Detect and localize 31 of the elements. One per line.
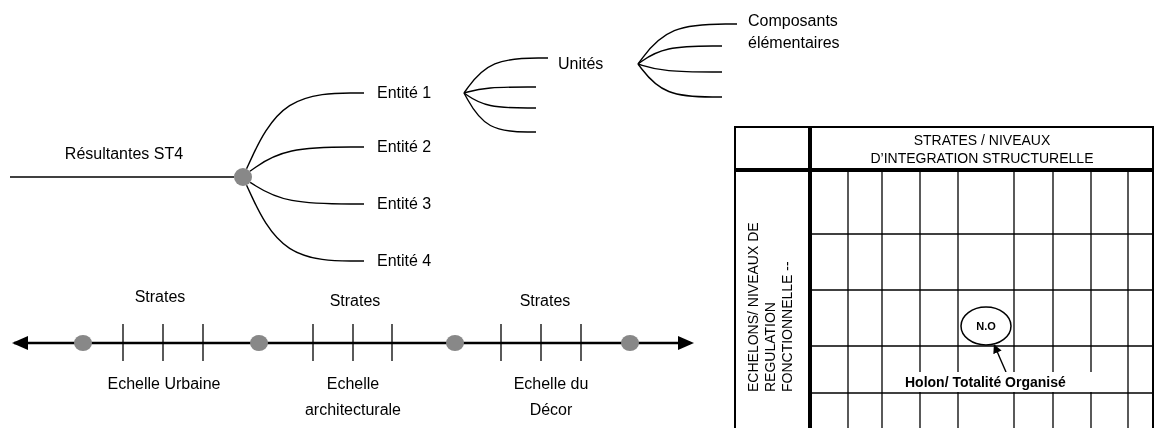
- axis-label: Strates: [133, 287, 187, 307]
- connector-line: [249, 181, 365, 205]
- node-label: N.O: [975, 319, 997, 333]
- node-label: Entité 1: [364, 83, 464, 103]
- node-label: Entité 3: [364, 194, 464, 214]
- arrow: [993, 344, 1007, 373]
- node-label: Entité 4: [364, 251, 464, 271]
- axis-label: Echelle architecturale: [303, 374, 402, 420]
- node-label: Unités: [548, 54, 638, 74]
- connector-line: [245, 184, 365, 262]
- row-header: ECHELONS/ NIVEAUX DE REGULATION FONCTIONNELLE --: [745, 221, 796, 392]
- connector-line: [637, 23, 738, 65]
- connector-line: [463, 57, 549, 94]
- connector-line: [637, 45, 723, 65]
- junction-dot: [234, 168, 252, 186]
- connector-line: [637, 63, 723, 98]
- connector-line: [463, 86, 537, 94]
- axis-label: Echelle du Décor: [512, 374, 590, 420]
- connector-line: [9, 176, 235, 178]
- connector-line: [463, 92, 537, 109]
- axis-label: Echelle Urbaine: [106, 374, 222, 394]
- connector-line: [637, 63, 723, 73]
- connector-line: [463, 92, 537, 133]
- connector-line: [249, 146, 365, 172]
- node-label: Composants élémentaires: [737, 10, 867, 54]
- ellipse-node: [960, 306, 1012, 346]
- column-header: STRATES / NIVEAUX D’INTEGRATION STRUCTURELLE: [869, 131, 1095, 167]
- connector-line: [245, 92, 365, 170]
- axis-label: Strates: [328, 291, 382, 311]
- node-label: Entité 2: [364, 137, 464, 157]
- axis-label: Strates: [518, 291, 572, 311]
